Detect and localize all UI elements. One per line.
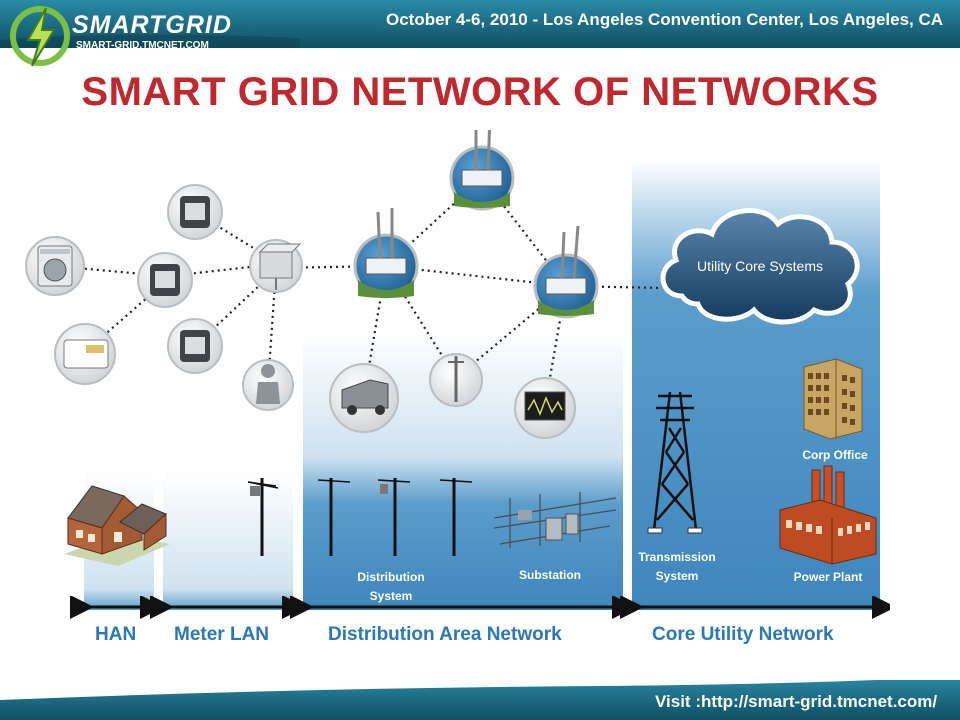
meter-icon xyxy=(167,318,223,374)
device-nodes xyxy=(25,130,599,439)
power-plant-icon xyxy=(779,465,877,565)
logo-url: SMART-GRID.TMCNET.COM xyxy=(76,40,209,51)
header-band xyxy=(0,0,960,48)
logo-brand: SMARTGRID xyxy=(72,11,232,39)
section-distribution-area-network: Distribution Area Network xyxy=(328,624,562,645)
substation-icon xyxy=(493,492,617,548)
truck-icon xyxy=(329,363,399,433)
section-core-utility-network: Core Utility Network xyxy=(652,624,834,645)
collector-icon xyxy=(249,239,303,293)
technician-icon xyxy=(242,359,294,411)
section-meter-lan: Meter LAN xyxy=(174,624,270,645)
event-info: October 4-6, 2010 - Los Angeles Conventi… xyxy=(386,10,944,29)
lightning-logo-icon xyxy=(10,6,70,67)
pole-icon xyxy=(429,353,483,407)
range-brackets xyxy=(70,596,890,619)
access-point-icon xyxy=(449,130,515,211)
meter-icon xyxy=(137,252,193,308)
substation-label: Substation xyxy=(519,568,581,582)
corp-office-building-icon xyxy=(803,358,863,440)
utility-core-cloud-icon xyxy=(660,208,860,325)
transmission-tower-icon xyxy=(647,391,703,534)
footer-url: Visit :http://smart-grid.tmcnet.com/ xyxy=(655,692,938,711)
house-icon xyxy=(64,485,170,566)
slide-title: SMART GRID NETWORK OF NETWORKS xyxy=(81,70,879,114)
corp-office-label: Corp Office xyxy=(802,448,868,462)
power-plant-label: Power Plant xyxy=(793,570,863,584)
washer-icon xyxy=(25,236,85,296)
distribution-label-line1: Distribution xyxy=(357,570,425,584)
transmission-label-line2: System xyxy=(655,569,699,583)
thermostat-icon xyxy=(54,323,116,385)
footer-band xyxy=(0,680,960,720)
section-han: HAN xyxy=(95,624,137,645)
meter-pole-icon xyxy=(247,480,279,556)
access-point-icon xyxy=(353,208,419,299)
cloud-label: Utility Core Systems xyxy=(696,258,824,274)
meter-icon xyxy=(167,184,223,240)
monitor-icon xyxy=(514,377,576,439)
transmission-label-line1: Transmission xyxy=(638,550,716,564)
access-point-icon xyxy=(533,225,599,319)
